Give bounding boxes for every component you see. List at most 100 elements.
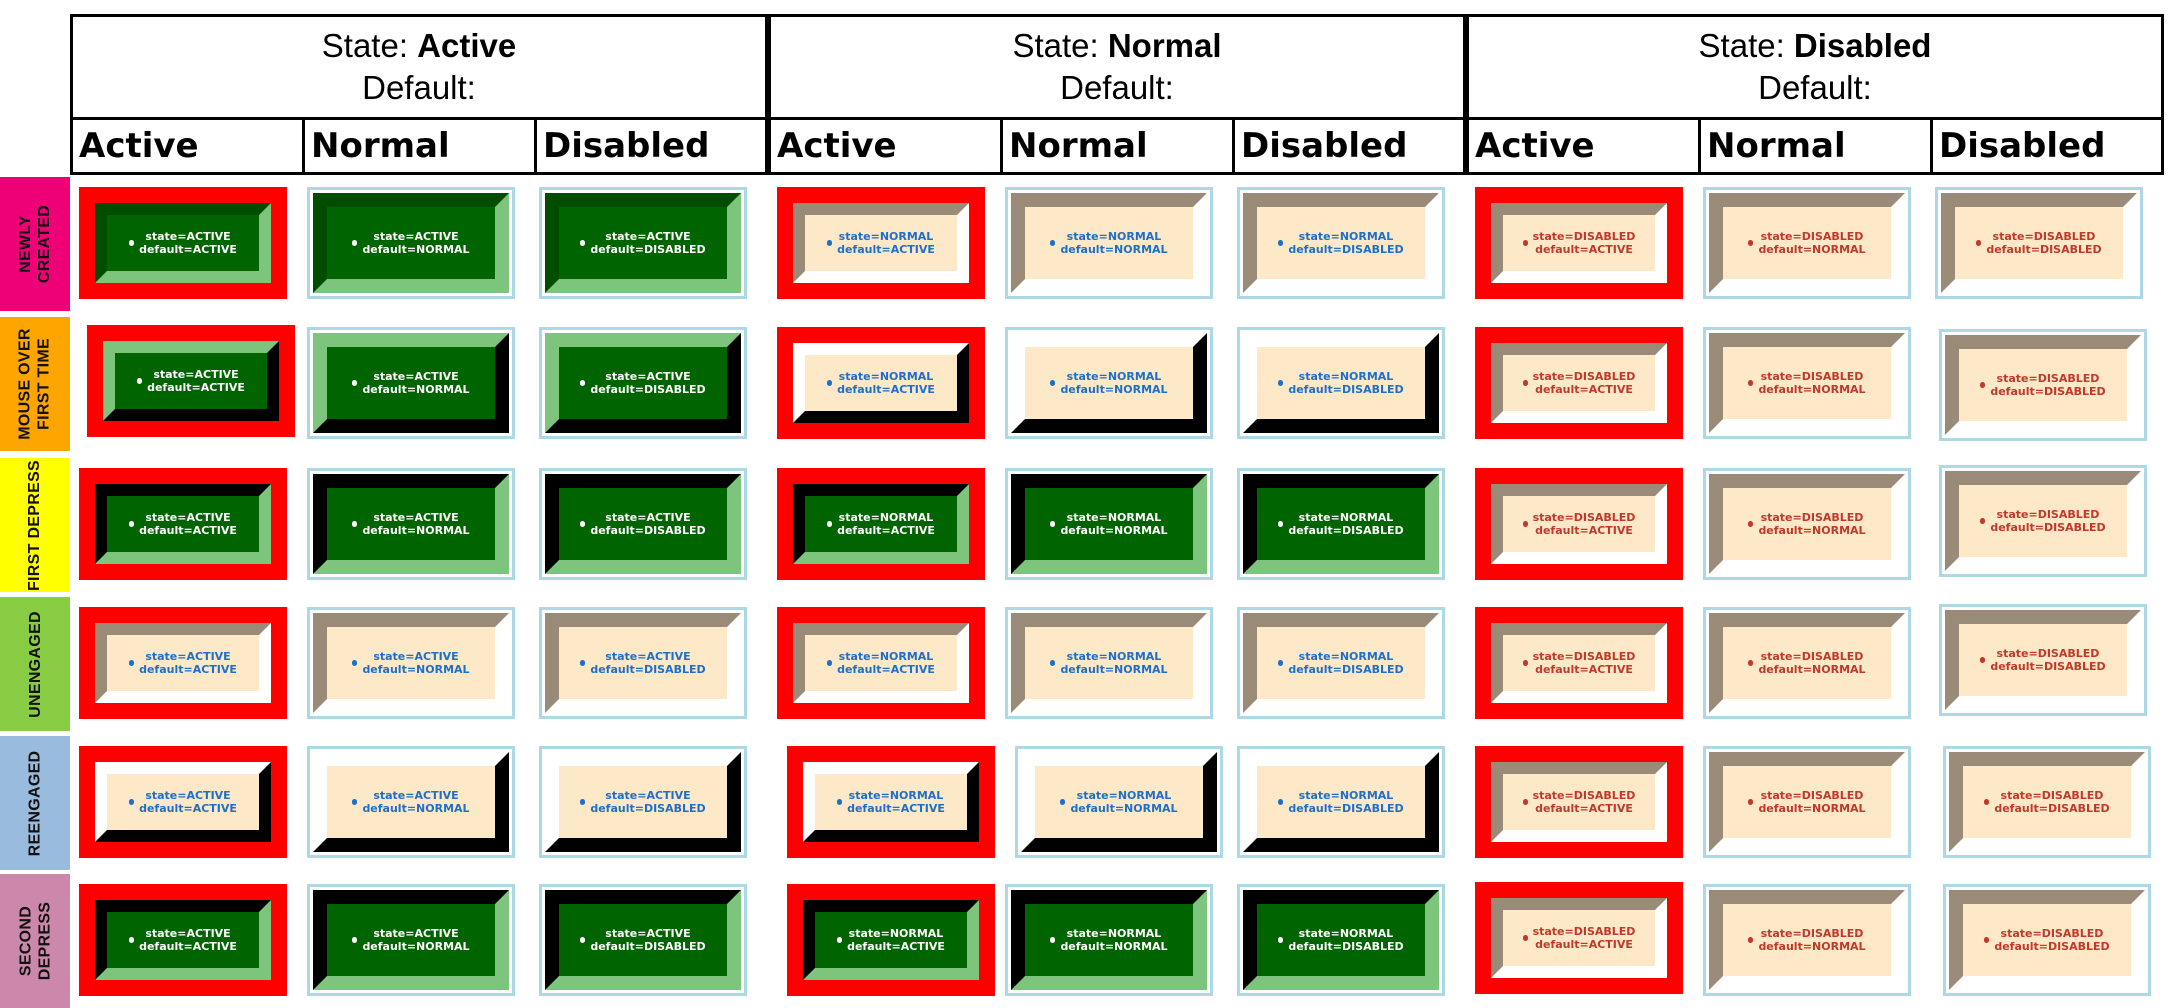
caption-state-line: state=DISABLED	[1532, 925, 1636, 938]
caption-default-line: default=ACTIVE	[1535, 383, 1633, 396]
lightbulb-icon	[352, 937, 358, 943]
lightbulb-icon	[352, 799, 358, 805]
lightbulb-icon	[1748, 799, 1754, 805]
caption-default-line: default=ACTIVE	[139, 524, 237, 537]
lightbulb-icon	[1522, 935, 1528, 941]
lightbulb-icon	[129, 521, 135, 527]
caption-default-line: default=NORMAL	[1758, 802, 1866, 815]
column-header-active: Active	[70, 117, 305, 175]
caption-state-line: state=DISABLED	[1532, 511, 1636, 524]
caption-state-line: state=DISABLED	[1996, 372, 2100, 385]
caption-state-line: state=ACTIVE	[373, 230, 459, 243]
caption-default-line: default=ACTIVE	[837, 524, 935, 537]
caption-default-line: default=NORMAL	[1060, 243, 1168, 256]
lightbulb-icon	[1060, 799, 1066, 805]
caption-state-line: state=ACTIVE	[605, 927, 691, 940]
lightbulb-icon	[1984, 937, 1990, 943]
caption-default-line: default=NORMAL	[362, 663, 470, 676]
caption-state-line: state=DISABLED	[2000, 927, 2104, 940]
caption-default-line: default=DISABLED	[1288, 802, 1404, 815]
caption-default-line: default=ACTIVE	[1535, 938, 1633, 951]
lightbulb-icon	[1980, 518, 1986, 524]
lightbulb-icon	[1050, 380, 1056, 386]
caption-state-line: state=DISABLED	[1760, 370, 1864, 383]
caption-state-line: state=NORMAL	[838, 230, 934, 243]
caption-default-line: default=ACTIVE	[139, 940, 237, 953]
lightbulb-icon	[1050, 240, 1056, 246]
caption-state-line: state=NORMAL	[1298, 927, 1394, 940]
caption-default-line: default=ACTIVE	[837, 663, 935, 676]
